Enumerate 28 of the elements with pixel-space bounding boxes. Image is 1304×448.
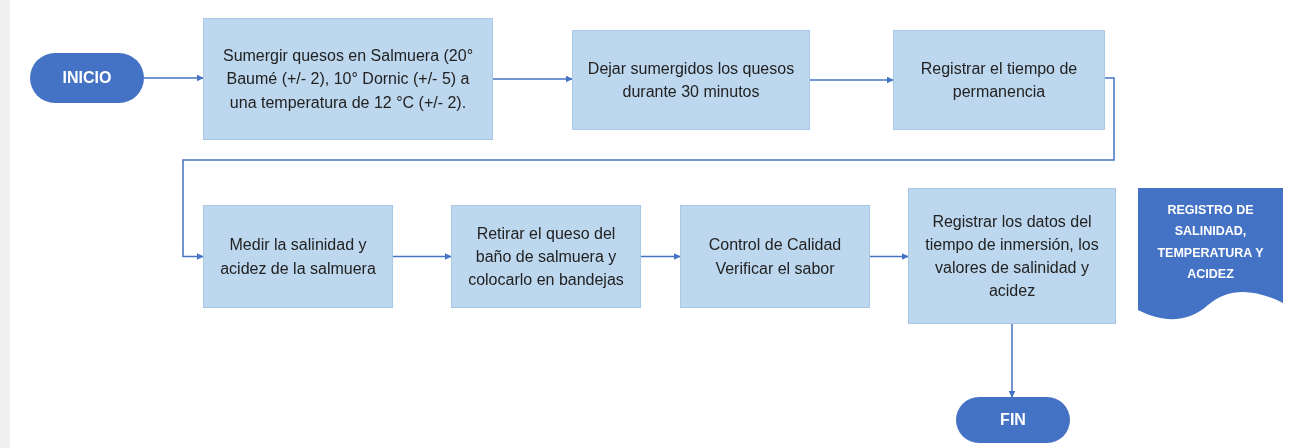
process-box <box>203 18 493 140</box>
process-box <box>893 30 1105 130</box>
terminal-pill <box>30 53 144 103</box>
process-text: Registrar el tiempo de permanencia <box>919 58 1079 102</box>
process-box <box>908 188 1116 324</box>
process-text: Dejar sumergidos los quesos durante 30 minutos <box>586 58 796 102</box>
document-label: REGISTRO DE SALINIDAD, TEMPERATURA Y ACIDEZ <box>1156 202 1265 283</box>
process-box <box>203 205 393 308</box>
arrow <box>809 76 894 84</box>
process-box <box>680 205 870 308</box>
process-text: Control de Calidad <box>708 235 842 256</box>
terminal-label: INICIO <box>62 69 112 87</box>
arrow <box>182 77 1115 260</box>
process-text: Retirar el queso del baño de salmuera y colocarlo en bandejas <box>467 223 625 291</box>
arrow <box>1008 323 1016 398</box>
arrow <box>492 75 573 83</box>
process-text: Sumergir quesos en Salmuera (20° Baumé (+/- 2), 10° Dornic (+/- 5) a una temperatura de 12 °C (+/- 2). <box>221 46 475 113</box>
process-text: Verificar el sabor <box>715 258 835 279</box>
process-box <box>451 205 641 308</box>
arrow <box>143 74 204 82</box>
terminal-pill <box>956 397 1070 443</box>
arrow <box>392 253 452 260</box>
process-box <box>572 30 810 130</box>
arrow <box>869 253 909 260</box>
process-text: Registrar los datos del tiempo de inmersión, los valores de salinidad y acidez <box>924 211 1100 302</box>
process-text: Medir la salinidad y acidez de la salmuera <box>219 235 377 279</box>
terminal-label: FIN <box>1000 411 1026 429</box>
arrow <box>640 253 681 260</box>
